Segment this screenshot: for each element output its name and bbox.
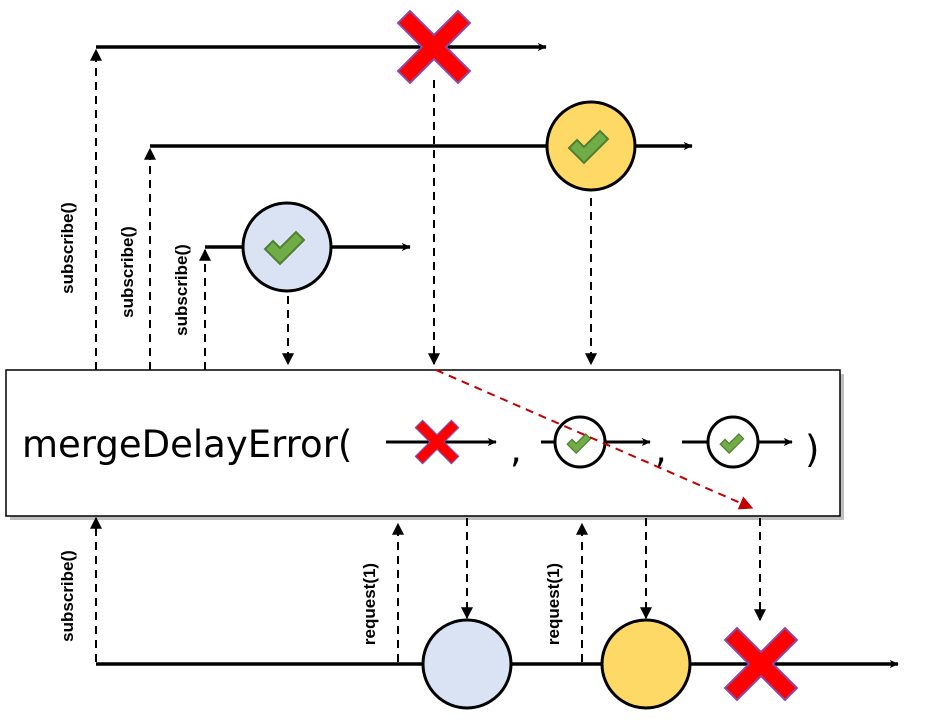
delayed-error-arrow [435,369,754,510]
subscribe-label-3: subscribe() [172,244,191,336]
operator-close: ) [805,428,819,471]
output-value-2 [600,618,692,710]
separator-2: , [655,428,667,471]
output-value-1 [421,618,513,710]
request-label-1: request(1) [360,563,379,645]
subscribe-label-2: subscribe() [118,226,137,318]
separator-1: , [510,428,522,471]
request-label-2: request(1) [544,563,563,645]
operator-name: mergeDelayError( [22,423,352,466]
subscribe-label-1: subscribe() [58,202,77,294]
subscribe-label-out: subscribe() [58,550,77,642]
